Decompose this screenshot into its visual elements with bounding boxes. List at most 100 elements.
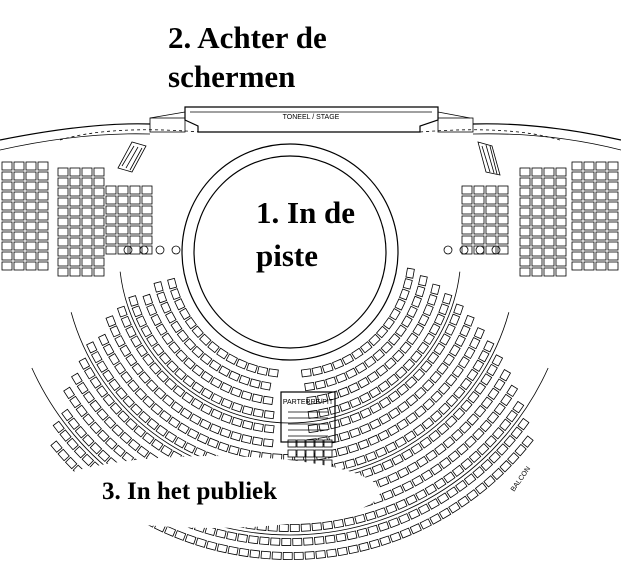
seat: [399, 288, 410, 301]
seat: [103, 416, 117, 429]
seat: [399, 527, 412, 539]
seat: [405, 494, 418, 506]
seat: [449, 313, 461, 326]
pit-entrance: PARTERRE/PIT: [280, 391, 336, 443]
seat: [57, 167, 69, 177]
seat: [117, 245, 129, 255]
seat: [595, 191, 607, 201]
seat: [89, 399, 102, 413]
seat: [105, 215, 117, 225]
seat: [307, 423, 319, 433]
seat: [69, 257, 81, 267]
seat: [81, 197, 93, 207]
seat: [405, 267, 415, 279]
seat: [199, 333, 212, 346]
seat: [543, 227, 555, 237]
seat: [607, 261, 619, 271]
seat: [607, 231, 619, 241]
seat: [430, 283, 441, 296]
seat: [421, 379, 435, 392]
seat: [377, 521, 390, 532]
seat: [531, 167, 543, 177]
seat: [595, 231, 607, 241]
seat: [13, 231, 25, 241]
seat: [461, 185, 473, 195]
seat: [451, 464, 465, 477]
seat: [25, 171, 37, 181]
seat: [406, 305, 418, 318]
seat: [583, 161, 595, 171]
seat: [531, 227, 543, 237]
seat: [117, 225, 129, 235]
seat: [396, 383, 410, 396]
seat: [512, 400, 525, 414]
seat: [517, 417, 530, 431]
seat: [170, 320, 183, 334]
seat: [82, 434, 95, 447]
seat: [141, 215, 153, 225]
seat: [138, 371, 151, 384]
seat: [57, 237, 69, 247]
seat: [496, 443, 509, 456]
seat: [555, 257, 567, 267]
seat: [252, 422, 264, 432]
seat: [434, 443, 447, 456]
seat: [182, 375, 196, 388]
seat: [102, 393, 115, 407]
seat: [37, 181, 49, 191]
seat: [93, 257, 105, 267]
seat: [307, 409, 319, 419]
row-divider: [119, 271, 461, 424]
seat: [420, 360, 433, 373]
seat: [423, 332, 436, 346]
seat: [61, 408, 74, 422]
seat: [73, 445, 87, 459]
seat: [119, 344, 132, 358]
seat: [444, 415, 458, 428]
seat: [439, 456, 452, 470]
seat: [411, 475, 424, 487]
seat: [1, 231, 13, 241]
seat: [351, 347, 364, 360]
seat: [13, 161, 25, 171]
seat: [339, 415, 352, 427]
seat: [130, 335, 142, 348]
seat: [483, 340, 495, 353]
seat: [129, 195, 141, 205]
seat: [363, 355, 377, 368]
seat: [230, 386, 243, 398]
seat: [151, 438, 164, 451]
seat: [473, 205, 485, 215]
seat: [378, 413, 392, 425]
seat: [71, 372, 83, 386]
seat: [155, 424, 168, 437]
seat: [113, 444, 126, 457]
seat: [293, 551, 304, 560]
seat: [179, 407, 193, 420]
seat: [420, 469, 434, 482]
seat: [499, 460, 512, 473]
seat: [76, 381, 89, 395]
seat: [219, 382, 233, 394]
seat: [499, 418, 512, 432]
seat: [394, 298, 406, 311]
seat: [183, 357, 196, 370]
seat: [160, 301, 172, 314]
seat: [486, 411, 500, 424]
seat: [448, 501, 461, 514]
seat: [571, 201, 583, 211]
seat: [445, 394, 459, 408]
seat: [443, 471, 456, 484]
seat: [543, 267, 555, 277]
seat: [445, 373, 458, 387]
seat: [394, 366, 408, 379]
seat: [89, 442, 103, 455]
seat: [365, 451, 378, 462]
seat: [271, 551, 282, 560]
seat: [57, 247, 69, 257]
seat: [461, 225, 473, 235]
seat: [69, 207, 81, 217]
seat: [473, 185, 485, 195]
seat: [321, 362, 334, 374]
